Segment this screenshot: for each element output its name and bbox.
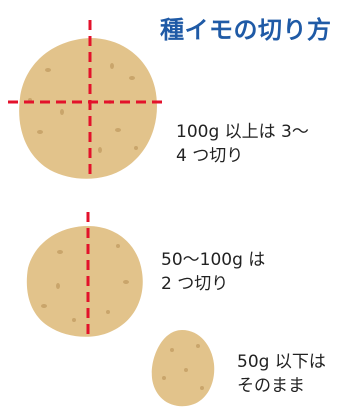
rule-label-medium: 50〜100g は 2 つ切り xyxy=(161,248,265,296)
potato-small-body xyxy=(151,330,215,407)
potato-large-body xyxy=(19,38,157,179)
rule-small-line2: そのまま xyxy=(237,376,305,396)
diagram-title: 種イモの切り方 xyxy=(160,16,332,44)
potato-small-eyes xyxy=(162,344,204,390)
rule-label-large: 100g 以上は 3〜 4 つ切り xyxy=(176,120,309,168)
potato-medium-body xyxy=(26,226,143,337)
potato-large xyxy=(8,20,166,180)
potato-medium-eyes xyxy=(41,244,129,322)
potato-medium xyxy=(26,212,143,340)
rule-label-small: 50g 以下は そのまま xyxy=(237,350,326,398)
potato-small xyxy=(151,330,215,407)
rule-large-line2: 4 つ切り xyxy=(176,146,244,166)
rule-medium-line1: 50〜100g は xyxy=(161,250,266,270)
rule-medium-line2: 2 つ切り xyxy=(161,274,229,294)
rule-small-line1: 50g 以下は xyxy=(237,352,326,372)
rule-large-line1: 100g 以上は 3〜 xyxy=(176,122,309,142)
